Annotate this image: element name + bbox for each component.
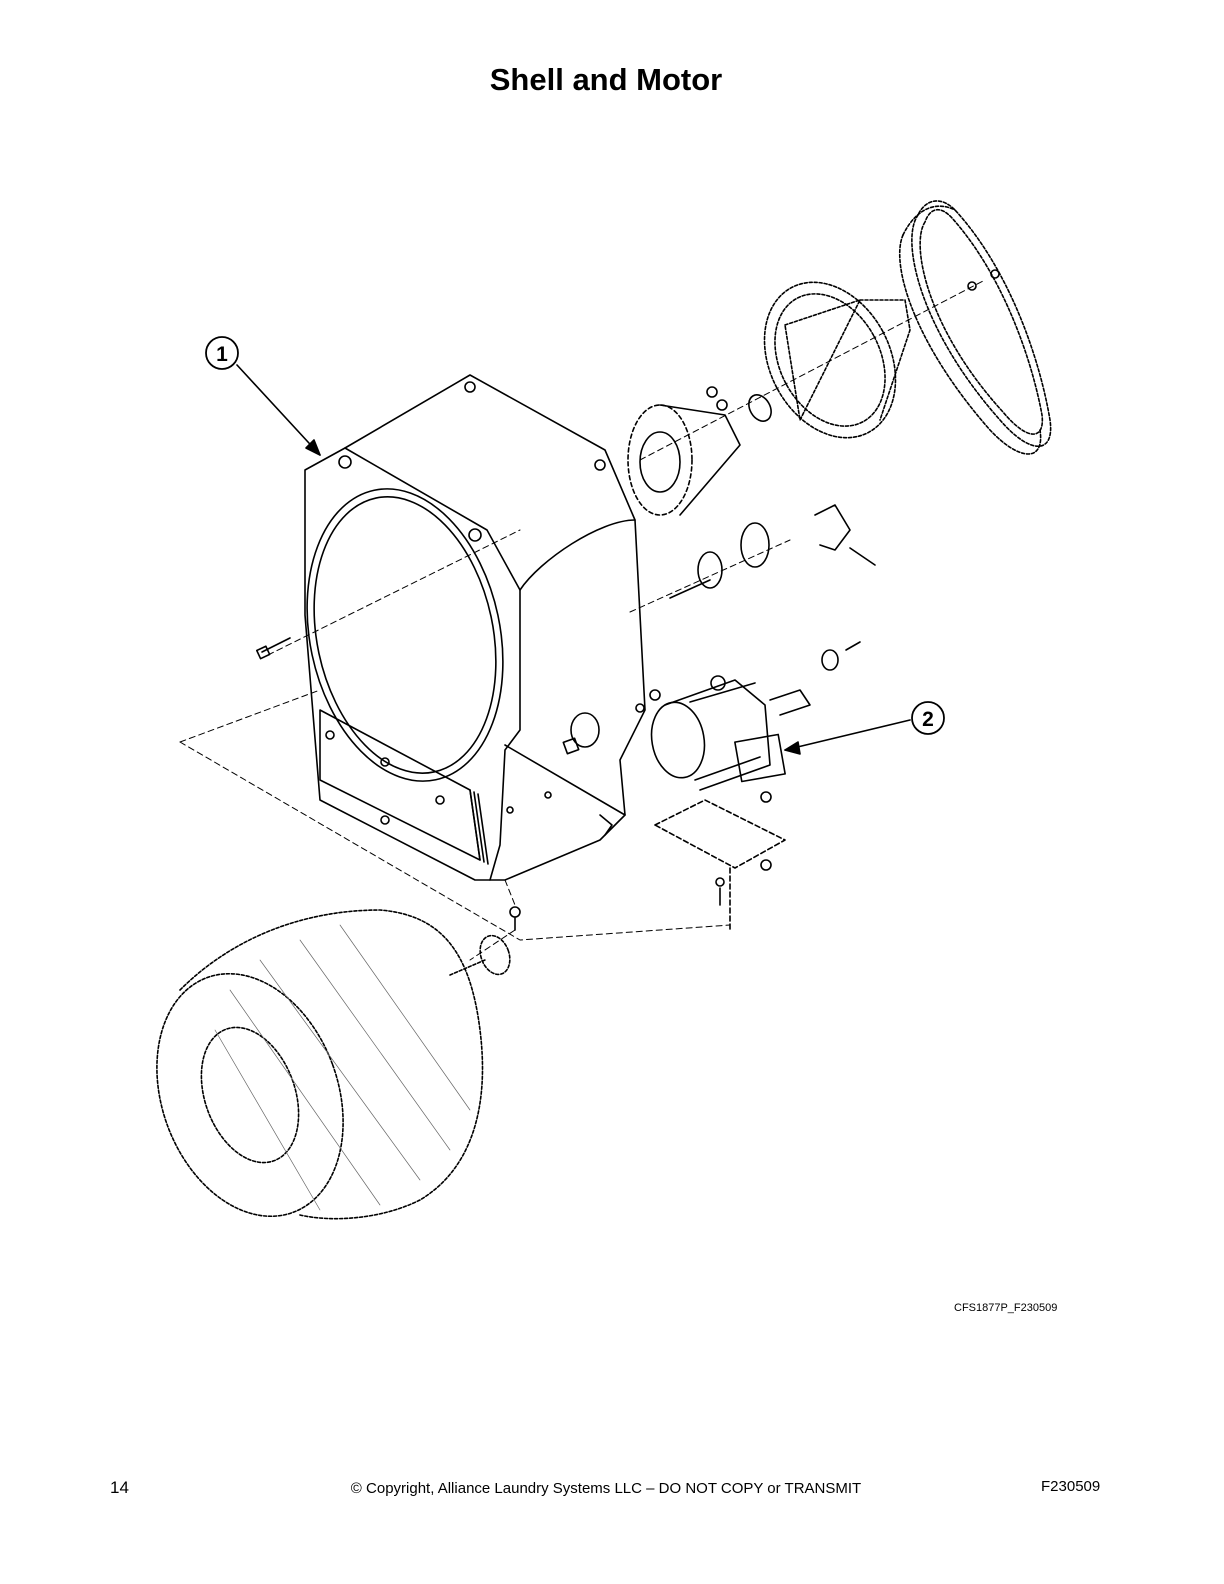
document-code: F230509 <box>1041 1478 1101 1495</box>
callout-1-number: 1 <box>216 343 228 366</box>
figure-code: CFS1877P_F230509 <box>954 1302 1058 1314</box>
drive-belts <box>898 200 1052 455</box>
motor-assembly <box>635 641 861 791</box>
shell-assembly <box>304 374 646 881</box>
copyright-notice: © Copyright, Alliance Laundry Systems LL… <box>350 1480 862 1497</box>
motor-mount-plate <box>654 799 786 931</box>
callout-2-leader <box>784 719 911 751</box>
shell-bolt <box>261 637 291 653</box>
page-number: 14 <box>110 1478 129 1497</box>
callout-2: 2 <box>911 701 945 735</box>
drum-pulley <box>763 281 911 439</box>
callout-1: 1 <box>205 336 239 370</box>
idler-assembly <box>669 504 876 599</box>
callout-1-leader <box>236 364 321 456</box>
drum-perforation-hatch <box>214 924 471 1211</box>
drum <box>156 909 511 1220</box>
page-title: Shell and Motor <box>489 62 723 97</box>
base-outline <box>179 529 791 961</box>
callout-2-number: 2 <box>922 708 934 731</box>
bearing-hub <box>627 386 772 516</box>
